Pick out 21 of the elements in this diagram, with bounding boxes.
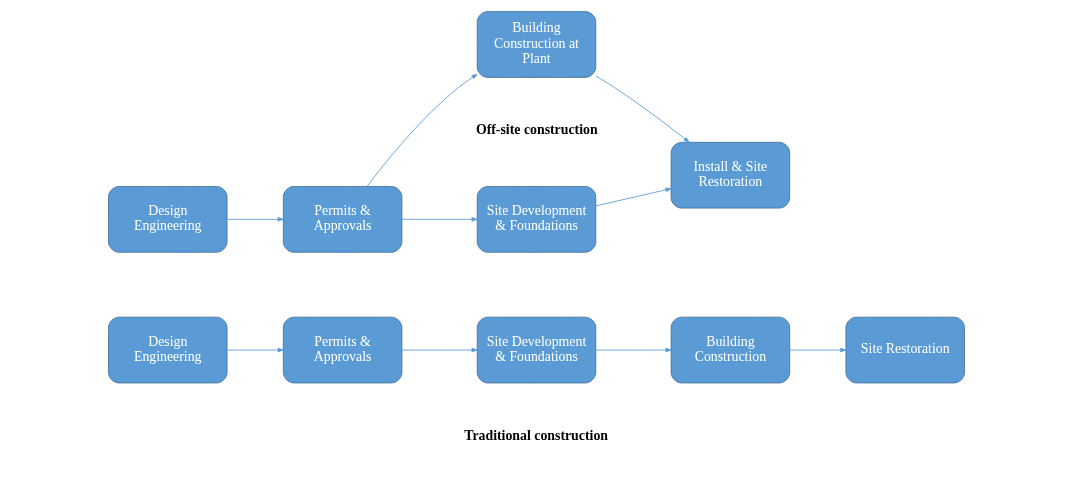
arrow — [401, 217, 478, 222]
arrow — [401, 347, 478, 353]
node-box: Building Construction — [670, 316, 791, 384]
arrow — [789, 347, 847, 353]
node-box: Site Restoration — [845, 316, 965, 384]
arrow — [595, 75, 690, 143]
node-box: Install & Site Restoration — [670, 141, 791, 209]
node-box: Design Engineering — [108, 316, 228, 384]
arrow — [226, 217, 284, 222]
arrow — [226, 347, 284, 353]
node-box: Permits & Approvals — [282, 186, 403, 253]
arrow — [595, 347, 672, 353]
node-box: Design Engineering — [108, 186, 228, 253]
node-box: Permits & Approvals — [282, 316, 403, 384]
label: Off-site construction — [475, 122, 598, 138]
node-box: Site Development & Foundations — [476, 316, 597, 384]
label: Traditional construction — [464, 427, 609, 443]
node-box: Site Development & Foundations — [476, 186, 597, 253]
arrow — [366, 73, 478, 187]
node-box: Building Construction at Plant — [476, 11, 597, 78]
arrow — [595, 187, 672, 207]
